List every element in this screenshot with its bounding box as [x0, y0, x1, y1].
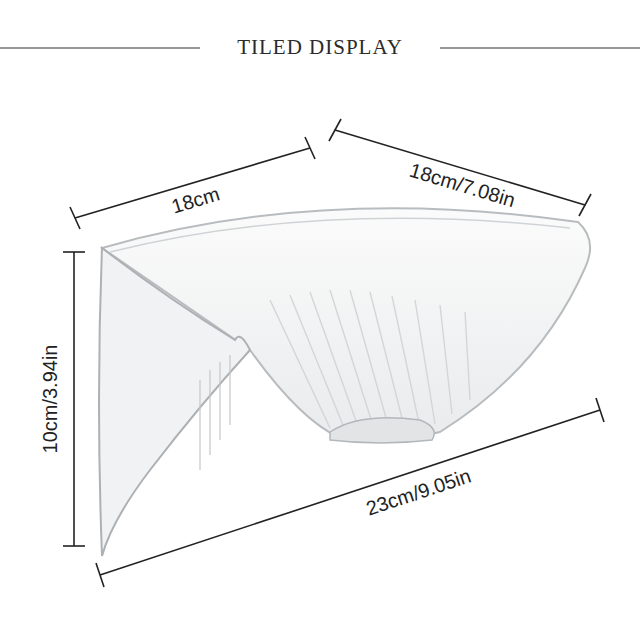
dimension-label: 23cm/9.05in [363, 464, 473, 519]
dimension-label: 18cm/7.08in [407, 159, 518, 211]
section-title: TILED DISPLAY [237, 36, 403, 59]
dimension-label: 10cm/3.94in [39, 345, 61, 454]
